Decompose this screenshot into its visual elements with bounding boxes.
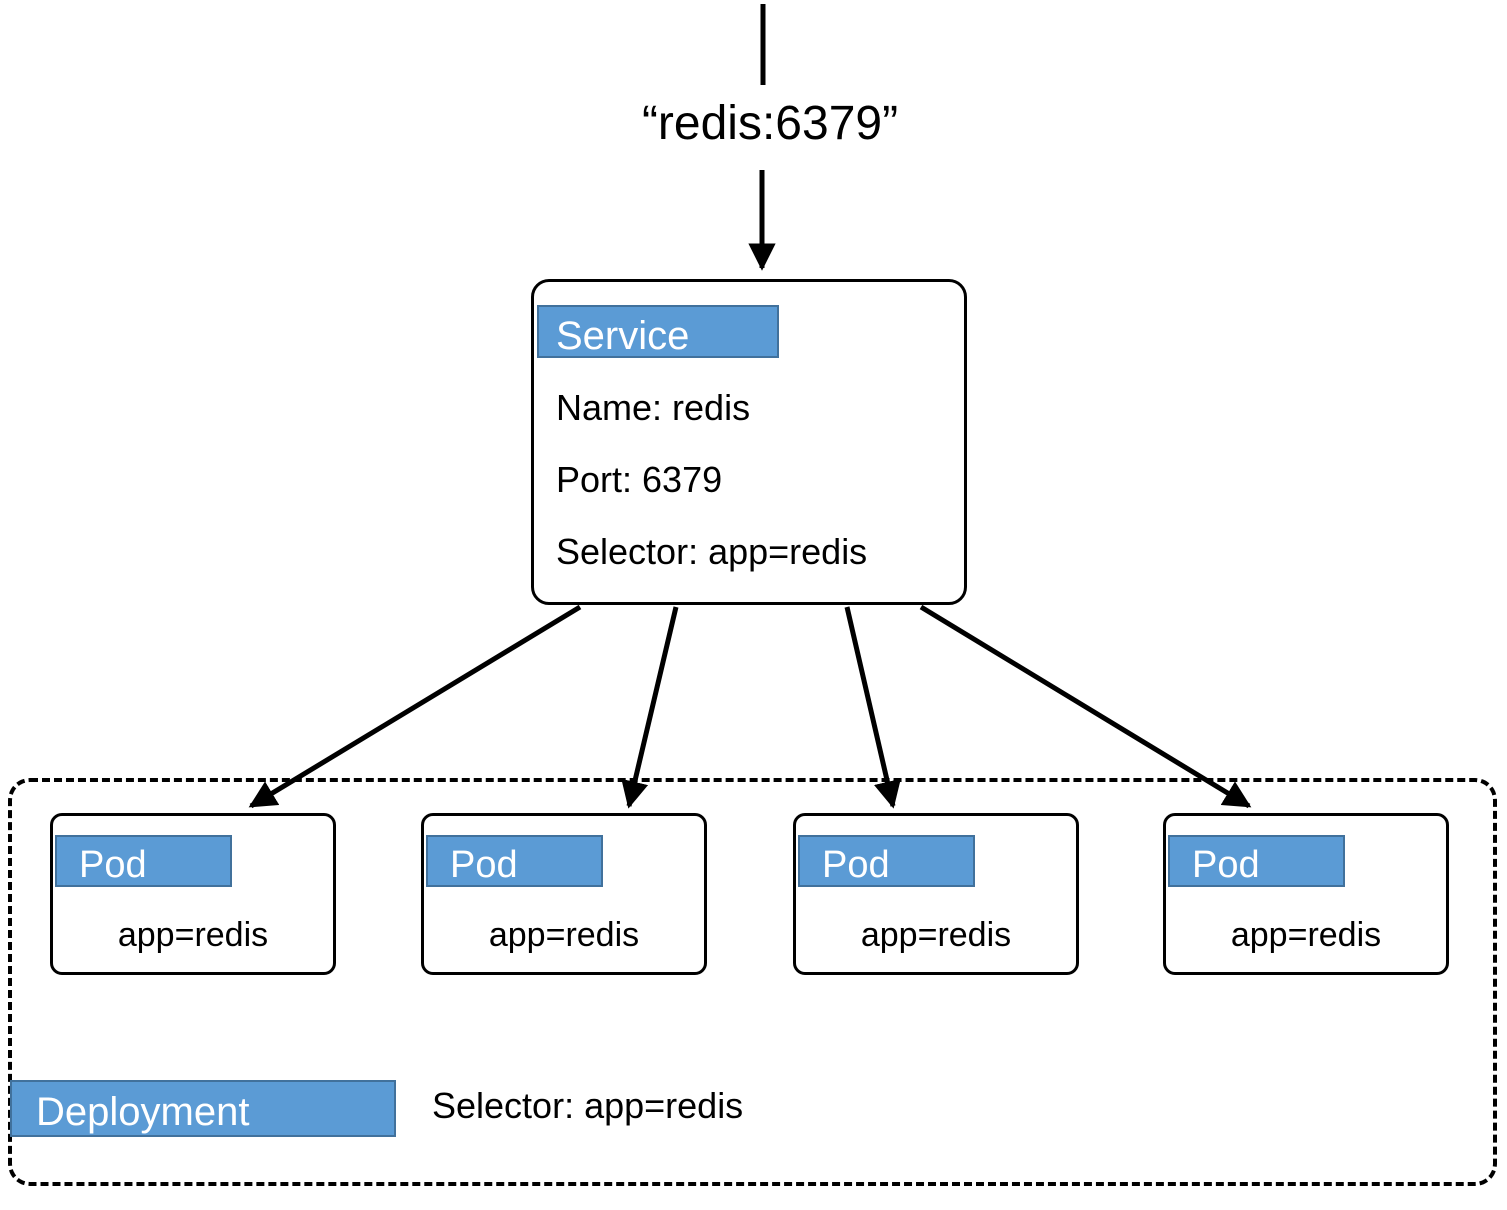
pod-badge: Pod — [55, 835, 232, 887]
deployment-boundary — [8, 778, 1497, 1186]
pod-label: app=redis — [488, 916, 640, 954]
service-to-pod-2-arrow — [621, 606, 679, 809]
service-to-pod-3-arrow — [844, 606, 901, 809]
pod-card-2[interactable]: Pod app=redis — [421, 813, 707, 975]
pod-label: app=redis — [117, 916, 269, 954]
service-detail-list: Name: redis Port: 6379 Selector: app=red… — [556, 387, 954, 603]
service-badge: Service — [537, 305, 779, 358]
pod-label: app=redis — [860, 916, 1012, 954]
service-card[interactable]: Service Name: redis Port: 6379 Selector:… — [531, 279, 967, 605]
pod-badge: Pod — [798, 835, 975, 887]
service-to-pod-4-arrow — [919, 604, 1252, 809]
deployment-selector-label: Selector: app=redis — [432, 1085, 744, 1126]
service-selector-row: Selector: app=redis — [556, 531, 868, 572]
pod-card-4[interactable]: Pod app=redis — [1163, 813, 1449, 975]
deployment-badge: Deployment — [10, 1080, 396, 1137]
pod-card-1[interactable]: Pod app=redis — [50, 813, 336, 975]
service-port-row: Port: 6379 — [556, 459, 723, 500]
service-to-pod-1-arrow — [248, 604, 582, 809]
pod-label: app=redis — [1230, 916, 1382, 954]
client-endpoint-label: “redis:6379” — [641, 97, 899, 150]
service-name-row: Name: redis — [556, 387, 751, 428]
pod-card-3[interactable]: Pod app=redis — [793, 813, 1079, 975]
pod-badge: Pod — [1168, 835, 1345, 887]
pod-badge: Pod — [426, 835, 603, 887]
